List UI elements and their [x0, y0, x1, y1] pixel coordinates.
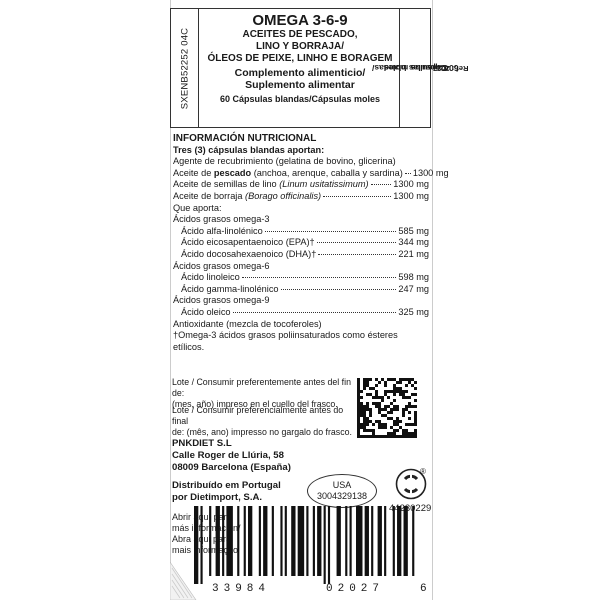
subtitle-line: LINO Y BORRAJA/ — [256, 41, 344, 52]
nutrient-name: Ácido docosahexaenoico (DHA)† — [181, 248, 317, 259]
registered-mark: ® — [420, 467, 426, 476]
distributor-line: por Dietimport, S.A. — [172, 492, 263, 503]
leader-dots — [241, 277, 397, 279]
side-code: SXENB52252 04C — [179, 27, 190, 109]
distributor-block: Distribuído em Portugal por Dietimport, … — [172, 480, 281, 504]
provides-label: Que aporta: — [173, 202, 222, 213]
lote-line: (mes, año) impreso en el cuello del fras… — [172, 399, 338, 409]
oil-value: 1300 mg — [412, 167, 449, 178]
usa-label: USA — [332, 480, 352, 490]
oil-value: 1300 mg — [393, 190, 429, 201]
nutrient-value: 585 mg — [398, 225, 429, 236]
nutrition-info: INFORMACIÓN NUTRICIONAL Tres (3) cápsula… — [173, 133, 449, 353]
nutrient-name: Ácido gamma-linolénico — [181, 283, 279, 294]
product-title: OMEGA 3-6-9 — [252, 12, 348, 29]
company-line: PNKDIET S.L — [172, 438, 232, 449]
leader-dots — [323, 195, 392, 197]
oil-row: Aceite de borraja (Borago officinalis) 1… — [173, 191, 429, 203]
distributor-line: Distribuído em Portugal — [172, 480, 281, 491]
side-code-box: SXENB52252 04C — [171, 9, 199, 127]
barcode-digit-check: 6 — [420, 583, 427, 595]
nutrient-name: Ácido linoleico — [181, 272, 240, 283]
nutrient-name: Ácido oleico — [181, 306, 231, 317]
ref-text: Ref.: 2027 60 Cápsulas blandas/ Cápsulas… — [372, 25, 468, 111]
open-line: mais informação — [172, 545, 239, 555]
leader-dots — [404, 172, 411, 174]
company-block: PNKDIET S.L Calle Roger de Llúria, 58 08… — [172, 438, 291, 474]
green-dot-number: 44230229 — [389, 503, 432, 514]
nutrient-value: 247 mg — [398, 283, 429, 294]
lote-pt: Lote / Consumir preferencialmente antes … — [172, 405, 352, 438]
oil-value: 1300 mg — [393, 179, 429, 190]
nutrient-row: Ácido linoleico 598 mg — [173, 272, 429, 284]
subtitle-line: ÓLEOS DE PEIXE, LINHO E BORAGEM — [207, 53, 393, 64]
lote-line: de: (mês, ano) impresso no gargalo do fr… — [172, 427, 352, 437]
oil-name: Aceite de semillas de lino (Linum usitat… — [173, 179, 369, 190]
oil-row: Aceite de pescado (anchoa, arenque, caba… — [173, 167, 449, 180]
peel-corner-icon — [170, 562, 197, 600]
leader-dots — [370, 184, 392, 186]
leader-dots — [232, 311, 397, 313]
green-dot-icon — [395, 468, 427, 500]
qr-code — [357, 378, 417, 438]
nutrient-value: 344 mg — [398, 237, 429, 248]
group-name: Ácidos grasos omega-3 — [173, 214, 270, 225]
open-line: más información/ — [172, 523, 241, 533]
oil-name: Aceite de pescado (anchoa, arenque, caba… — [173, 167, 403, 178]
capsule-count: 60 Cápsulas blandas/Cápsulas moles — [219, 94, 381, 104]
coating-line: Agente de recubrimiento (gelatina de bov… — [173, 156, 396, 167]
leader-dots — [316, 242, 397, 244]
nutrition-subheading: Tres (3) cápsulas blandas aportan: — [173, 144, 325, 155]
group-name: Ácidos grasos omega-6 — [173, 260, 270, 271]
usa-number: 3004329138 — [316, 491, 368, 501]
nutrient-row: Ácido oleico 325 mg — [173, 307, 429, 319]
complement-line: Suplemento alimentar — [245, 79, 355, 91]
nutrient-value: 221 mg — [398, 248, 429, 259]
nutrition-heading: INFORMACIÓN NUTRICIONAL — [173, 133, 317, 144]
barcode — [194, 506, 415, 584]
label-header: SXENB52252 04C OMEGA 3-6-9 ACEITES DE PE… — [170, 8, 468, 128]
nutrient-value: 325 mg — [398, 306, 429, 317]
barcode-digits-left: 33984 — [212, 583, 271, 595]
antioxidant-line: Antioxidante (mezcla de tocoferoles) — [173, 318, 322, 329]
nutrient-value: 598 mg — [398, 272, 429, 283]
usa-badge: USA 3004329138 — [307, 474, 377, 508]
label-panel — [170, 0, 433, 600]
ref-box: Ref.: 2027 60 Cápsulas blandas/ Cápsulas… — [372, 9, 468, 127]
company-line: 08009 Barcelona (España) — [172, 462, 291, 473]
oil-row: Aceite de semillas de lino (Linum usitat… — [173, 179, 429, 191]
nutrient-row: Ácido gamma-linolénico 247 mg — [173, 284, 429, 296]
complement-line: Complemento alimenticio/ — [234, 67, 366, 79]
nutrient-row: Ácido eicosapentaenoico (EPA)† 344 mg — [173, 237, 429, 249]
barcode-digits-right: 02027 — [326, 583, 385, 595]
leader-dots — [280, 288, 397, 290]
subtitle-line: ACEITES DE PESCADO, — [242, 29, 358, 40]
footnote: †Omega-3 ácidos grasos poliinsaturados c… — [173, 330, 398, 352]
leader-dots — [318, 253, 397, 255]
lote-es: Lote / Consumir preferentemente antes de… — [172, 377, 352, 410]
company-line: Calle Roger de Llúria, 58 — [172, 450, 284, 461]
lote-line: Lote / Consumir preferencialmente antes … — [172, 405, 344, 426]
oil-name: Aceite de borraja (Borago officinalis) — [173, 190, 322, 201]
ref-line: Cápsulas moles — [383, 63, 449, 73]
title-block: OMEGA 3-6-9 ACEITES DE PESCADO, LINO Y B… — [199, 9, 401, 127]
lote-line: Lote / Consumir preferentemente antes de… — [172, 377, 351, 398]
nutrient-row: Ácido docosahexaenoico (DHA)† 221 mg — [173, 249, 429, 261]
leader-dots — [264, 230, 397, 232]
nutrient-name: Ácido eicosapentaenoico (EPA)† — [181, 237, 315, 248]
nutrient-name: Ácido alfa-linolénico — [181, 225, 263, 236]
nutrient-row: Ácido alfa-linolénico 585 mg — [173, 226, 429, 238]
group-name: Ácidos grasos omega-9 — [173, 295, 270, 306]
